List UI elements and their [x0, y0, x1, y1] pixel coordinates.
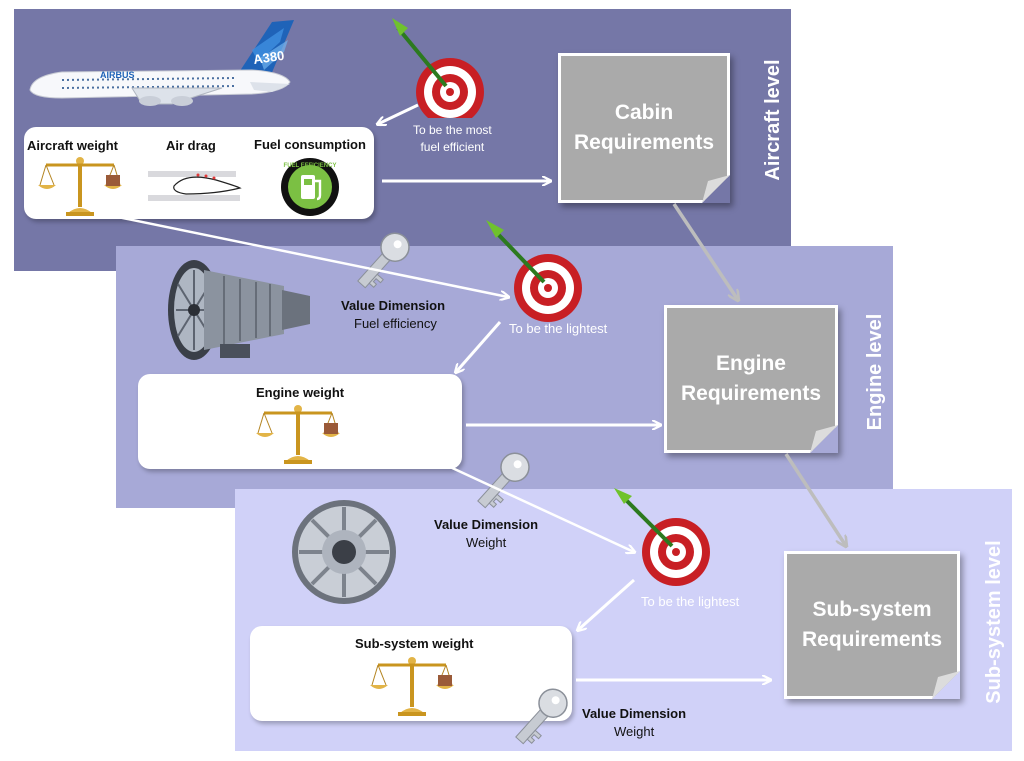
engine-requirements-doc: Engine Requirements — [664, 305, 838, 453]
subsystem-bottom-value-dimension-title: Value Dimension — [582, 706, 687, 721]
subsystem-bottom-value-dimension-value: Weight — [614, 724, 655, 739]
engine-level-label: Engine level — [864, 313, 886, 431]
cabin-requirements-doc: Cabin Requirements — [558, 53, 730, 203]
turbine-disk-icon — [292, 500, 396, 604]
air-drag-airfoil-icon — [148, 171, 242, 201]
aircraft-level-label: Aircraft level — [762, 59, 784, 181]
engine-value-dimension-value: Fuel efficiency — [354, 316, 437, 331]
aircraft-target-text: To be the most fuel efficient — [413, 123, 492, 154]
a380-plane-icon: AIRBUS A380 — [29, 20, 294, 106]
svg-text:A380: A380 — [252, 48, 285, 67]
aircraft-weight-label: Aircraft weight — [27, 138, 119, 153]
subsystem-target-text: To be the lightest — [641, 594, 740, 609]
fuel-consumption-label: Fuel consumption — [254, 137, 366, 152]
subsystem-weight-label: Sub-system weight — [355, 636, 474, 651]
balance-scale-icon — [38, 157, 122, 216]
engine-value-dimension-title: Value Dimension — [341, 298, 446, 313]
engine-target-text: To be the lightest — [509, 321, 608, 336]
engine-weight-label: Engine weight — [256, 385, 345, 400]
key-icon — [515, 688, 568, 745]
svg-text:AIRBUS: AIRBUS — [100, 70, 135, 80]
key-icon — [477, 452, 530, 509]
balance-scale-icon — [256, 405, 340, 464]
balance-scale-icon — [370, 657, 454, 716]
fuel-efficiency-icon: FUEL EFFICIENCY — [281, 158, 339, 216]
key-icon — [357, 232, 410, 289]
subsystem-value-dimension-title: Value Dimension — [434, 517, 539, 532]
svg-text:FUEL EFFICIENCY: FUEL EFFICIENCY — [284, 163, 337, 169]
subsystem-requirements-doc: Sub-system Requirements — [784, 551, 960, 699]
subsystem-value-dimension-value: Weight — [466, 535, 507, 550]
jet-engine-icon — [168, 260, 310, 360]
subsystem-level-label: Sub-system level — [983, 540, 1005, 704]
target-dartboard-icon — [486, 220, 582, 322]
target-dartboard-icon — [392, 18, 484, 118]
target-dartboard-icon — [614, 488, 710, 586]
air-drag-label: Air drag — [166, 138, 216, 153]
